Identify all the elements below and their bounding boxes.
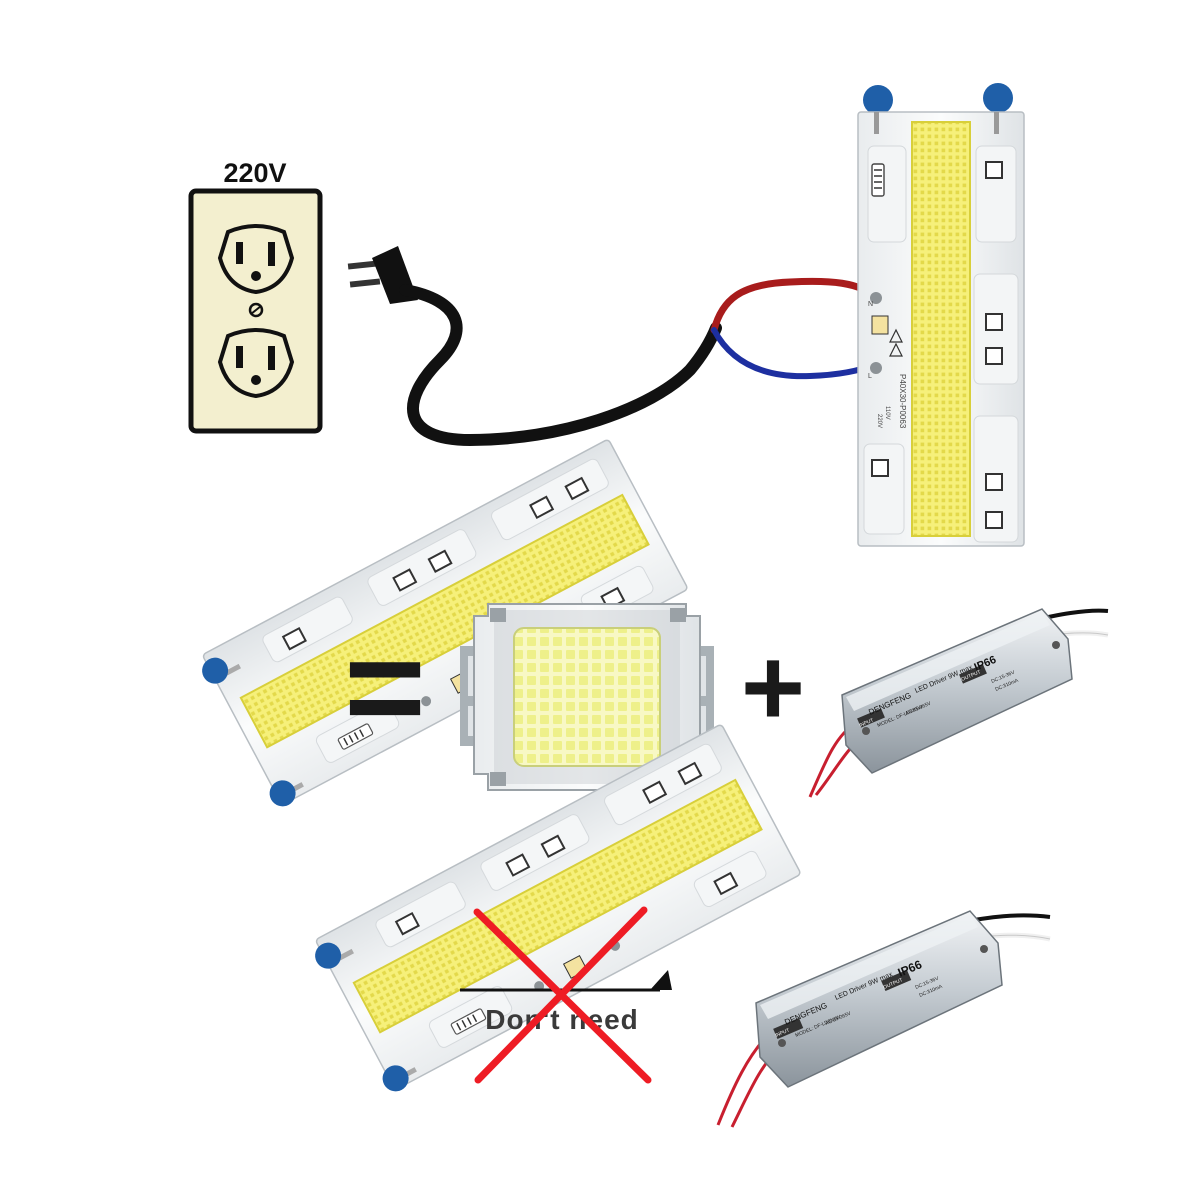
cob-led-chip: [460, 603, 714, 791]
pcb-code-label: P40X30-P0063: [898, 374, 907, 429]
capacitor-icon: [202, 657, 229, 684]
voltage-label: 220V: [223, 158, 286, 188]
terminal-l-pad: [870, 362, 882, 374]
power-cord: [399, 284, 722, 447]
wire-pair: [710, 277, 880, 380]
capacitor-icon: [863, 85, 893, 115]
terminal-n-label: N: [868, 301, 873, 308]
marking-110v: 110V: [884, 406, 890, 420]
warning-triangle-icon: [889, 328, 903, 343]
capacitor-icon: [382, 1065, 409, 1092]
dont-need-label: Don't need: [485, 1004, 639, 1035]
socket-bottom-icon: [217, 328, 295, 399]
capacitor-icon: [269, 780, 296, 807]
wall-outlet-icon: 220V: [188, 158, 323, 434]
capacitor-icon: [983, 83, 1013, 113]
cob-led-module-large: N L P40X30-P0063 110V 220V: [857, 83, 1025, 547]
warning-triangle-icon: [889, 342, 903, 357]
terminal-l-label: L: [868, 373, 872, 380]
socket-top-icon: [217, 224, 295, 295]
driver-input-tag: INPUT: [858, 717, 874, 728]
capacitor-icon: [315, 942, 342, 969]
led-driver-row3: DENGFENG LED Driver 9W max IP66 INPUT OU…: [716, 910, 1051, 1128]
arrow-head-icon: [650, 970, 672, 990]
led-driver-row2: DENGFENG LED Driver 9W max IP66 INPUT OU…: [808, 608, 1109, 798]
equals-sign: =: [344, 608, 426, 765]
plus-sign: +: [741, 626, 805, 749]
driver-input-tag: INPUT: [774, 1027, 790, 1038]
cob-led-module-row3: [314, 722, 803, 1092]
cob-led-module-row2: [201, 437, 690, 807]
marking-220v: 220V: [876, 414, 882, 428]
terminal-n-pad: [870, 292, 882, 304]
not-needed-notice: Don't need: [460, 906, 672, 1084]
led-strip: [911, 121, 971, 537]
red-cross-icon: [473, 906, 652, 1084]
